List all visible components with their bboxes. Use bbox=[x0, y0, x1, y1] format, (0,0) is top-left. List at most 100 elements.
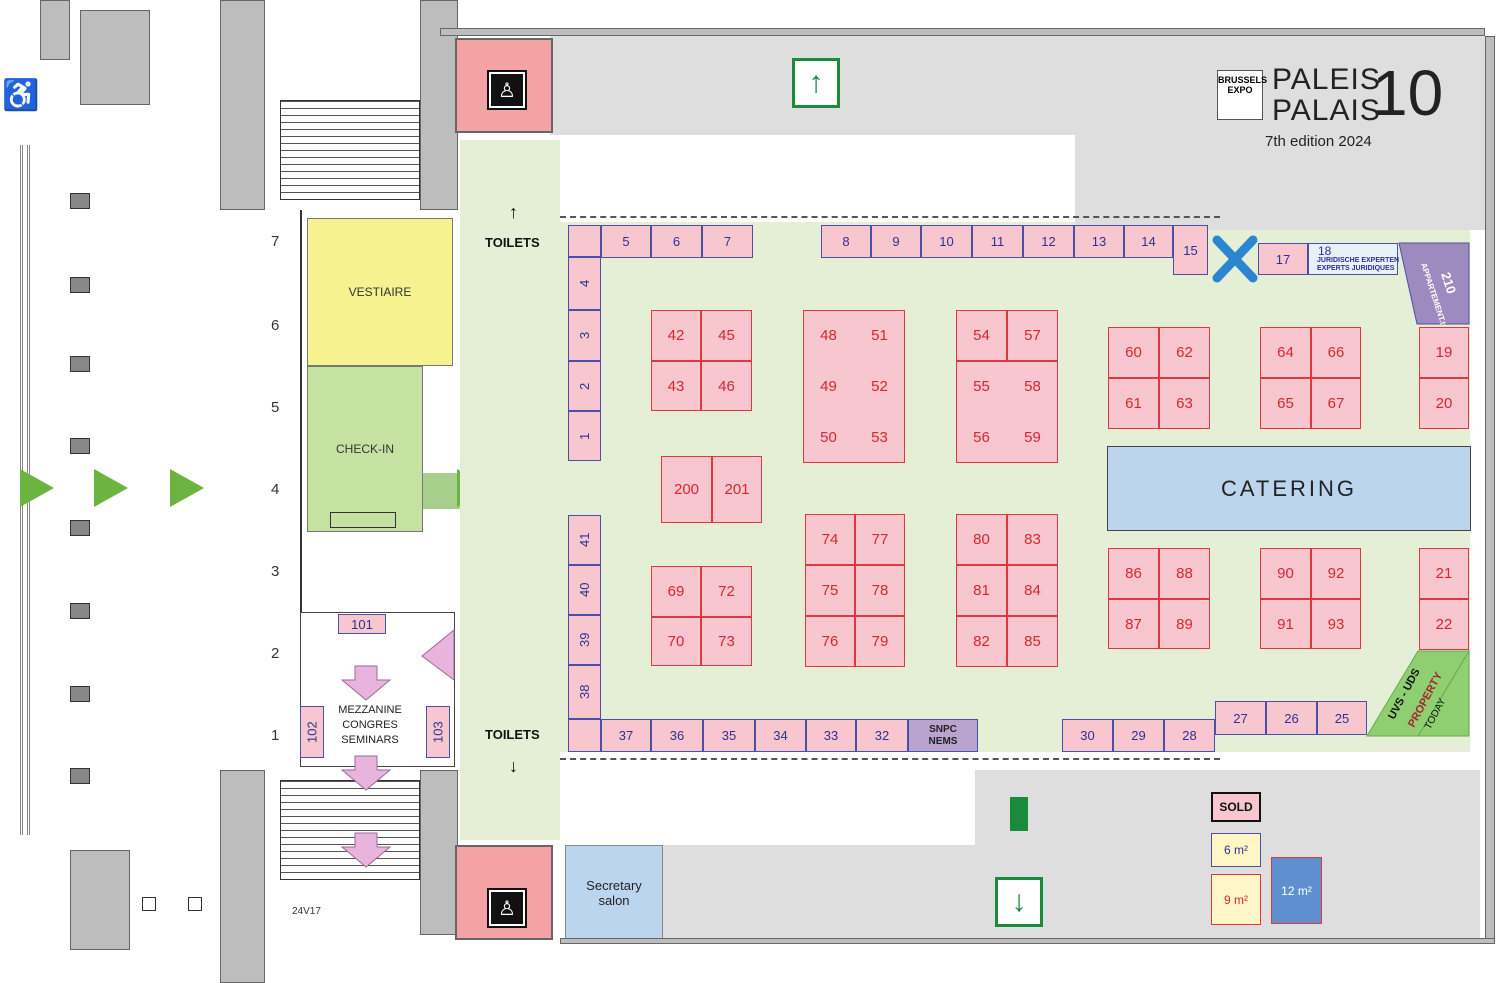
stand-13[interactable]: 13 bbox=[1074, 225, 1124, 258]
stand-50[interactable]: 50 bbox=[820, 429, 837, 446]
stand-59[interactable]: 59 bbox=[1024, 429, 1041, 446]
stand-87[interactable]: 87 bbox=[1108, 599, 1159, 649]
stand-74[interactable]: 74 bbox=[805, 514, 855, 565]
stand-66[interactable]: 66 bbox=[1311, 327, 1361, 378]
stand-56[interactable]: 56 bbox=[973, 429, 990, 446]
cancelled-cross-icon bbox=[1212, 235, 1258, 283]
stand-42[interactable]: 42 bbox=[651, 310, 701, 361]
stand-76[interactable]: 76 bbox=[805, 616, 855, 667]
stand-61[interactable]: 61 bbox=[1108, 378, 1159, 429]
stand-70[interactable]: 70 bbox=[651, 617, 701, 666]
stand-79[interactable]: 79 bbox=[855, 616, 905, 667]
stand-32[interactable]: 32 bbox=[856, 719, 908, 752]
stand-3[interactable]: 3 bbox=[568, 310, 601, 361]
stand-54[interactable]: 54 bbox=[956, 310, 1007, 361]
stand-52[interactable]: 52 bbox=[871, 378, 888, 395]
stand-11[interactable]: 11 bbox=[972, 225, 1023, 258]
stand-36[interactable]: 36 bbox=[651, 719, 703, 752]
stand-73[interactable]: 73 bbox=[701, 617, 752, 666]
stand-65[interactable]: 65 bbox=[1260, 378, 1311, 429]
stand-77[interactable]: 77 bbox=[855, 514, 905, 565]
stand-86[interactable]: 86 bbox=[1108, 548, 1159, 599]
stand-38[interactable]: 38 bbox=[568, 665, 601, 719]
stand-21[interactable]: 21 bbox=[1419, 548, 1469, 599]
outer-wall-right bbox=[1485, 36, 1495, 940]
stand-39[interactable]: 39 bbox=[568, 615, 601, 665]
stand-82[interactable]: 82 bbox=[956, 616, 1007, 667]
stand-22[interactable]: 22 bbox=[1419, 599, 1469, 650]
stand-60[interactable]: 60 bbox=[1108, 327, 1159, 378]
stand-92[interactable]: 92 bbox=[1311, 548, 1361, 599]
stand-201[interactable]: 201 bbox=[712, 456, 762, 523]
stand-7[interactable]: 7 bbox=[702, 225, 753, 258]
stand-43[interactable]: 43 bbox=[651, 361, 701, 411]
vestiaire-zone: VESTIAIRE bbox=[307, 218, 453, 366]
stand-53[interactable]: 53 bbox=[871, 429, 888, 446]
stand-78[interactable]: 78 bbox=[855, 565, 905, 616]
stand-41[interactable]: 41 bbox=[568, 515, 601, 565]
stand-27[interactable]: 27 bbox=[1215, 701, 1266, 735]
stand-84[interactable]: 84 bbox=[1007, 565, 1058, 616]
stand-15[interactable]: 15 bbox=[1173, 225, 1208, 275]
stand-91[interactable]: 91 bbox=[1260, 599, 1311, 649]
stand-26[interactable]: 26 bbox=[1266, 701, 1317, 735]
stand-72[interactable]: 72 bbox=[701, 566, 752, 617]
stand-69[interactable]: 69 bbox=[651, 566, 701, 617]
stand-14[interactable]: 14 bbox=[1124, 225, 1173, 258]
stand-4[interactable]: 4 bbox=[568, 257, 601, 310]
stand-58[interactable]: 58 bbox=[1024, 378, 1041, 395]
stand-6[interactable]: 6 bbox=[651, 225, 702, 258]
stand-46[interactable]: 46 bbox=[701, 361, 752, 411]
stand-64[interactable]: 64 bbox=[1260, 327, 1311, 378]
stand-9[interactable]: 9 bbox=[871, 225, 921, 258]
stand-102[interactable]: 102 bbox=[300, 706, 324, 758]
stand-48[interactable]: 48 bbox=[820, 327, 837, 344]
stand-34[interactable]: 34 bbox=[755, 719, 806, 752]
checkin-desk bbox=[330, 512, 396, 528]
stand-81[interactable]: 81 bbox=[956, 565, 1007, 616]
secretary-line: salon bbox=[598, 892, 630, 908]
stand-33[interactable]: 33 bbox=[806, 719, 856, 752]
stand-63[interactable]: 63 bbox=[1159, 378, 1210, 429]
emergency-exit-icon bbox=[1010, 797, 1028, 831]
toilets-label-bottom: TOILETS bbox=[485, 727, 540, 742]
stand-55[interactable]: 55 bbox=[973, 378, 990, 395]
stand-80[interactable]: 80 bbox=[956, 514, 1007, 565]
stand-62[interactable]: 62 bbox=[1159, 327, 1210, 378]
uvs-property-today-zone[interactable]: UVS - UDS PROPERTY TODAY bbox=[1366, 650, 1470, 737]
stand-45[interactable]: 45 bbox=[701, 310, 752, 361]
stand-57[interactable]: 57 bbox=[1007, 310, 1058, 361]
stand-1[interactable]: 1 bbox=[568, 411, 601, 461]
stand-18[interactable]: 18 JURIDISCHE EXPERTEN EXPERTS JURIDIQUE… bbox=[1308, 243, 1399, 275]
stand-85[interactable]: 85 bbox=[1007, 616, 1058, 667]
stand-37[interactable]: 37 bbox=[601, 719, 651, 752]
stand-49[interactable]: 49 bbox=[820, 378, 837, 395]
stand-8[interactable]: 8 bbox=[821, 225, 871, 258]
stand-88[interactable]: 88 bbox=[1159, 548, 1210, 599]
stand-19[interactable]: 19 bbox=[1419, 327, 1469, 378]
legend-9m2-label: 9 m² bbox=[1224, 892, 1248, 907]
stand-25[interactable]: 25 bbox=[1317, 701, 1367, 735]
stand-75[interactable]: 75 bbox=[805, 565, 855, 616]
stand-5[interactable]: 5 bbox=[601, 225, 651, 258]
stand-83[interactable]: 83 bbox=[1007, 514, 1058, 565]
stand-20[interactable]: 20 bbox=[1419, 378, 1469, 429]
stand-210[interactable]: 210 APPARTEMENT.tv bbox=[1397, 242, 1471, 326]
stand-10[interactable]: 10 bbox=[921, 225, 972, 258]
stand-67[interactable]: 67 bbox=[1311, 378, 1361, 429]
stand-101[interactable]: 101 bbox=[338, 614, 386, 634]
stand-12[interactable]: 12 bbox=[1023, 225, 1074, 258]
stand-93[interactable]: 93 bbox=[1311, 599, 1361, 649]
stand-29[interactable]: 29 bbox=[1113, 719, 1164, 752]
stand-90[interactable]: 90 bbox=[1260, 548, 1311, 599]
stand-35[interactable]: 35 bbox=[703, 719, 755, 752]
stand-200[interactable]: 200 bbox=[661, 456, 712, 523]
stand-51[interactable]: 51 bbox=[871, 327, 888, 344]
stand-2[interactable]: 2 bbox=[568, 361, 601, 411]
stand-snpc-nems[interactable]: SNPC NEMS bbox=[908, 719, 978, 752]
stand-30[interactable]: 30 bbox=[1062, 719, 1113, 752]
stand-17[interactable]: 17 bbox=[1258, 243, 1308, 275]
stand-28[interactable]: 28 bbox=[1164, 719, 1215, 752]
stand-40[interactable]: 40 bbox=[568, 565, 601, 615]
stand-89[interactable]: 89 bbox=[1159, 599, 1210, 649]
